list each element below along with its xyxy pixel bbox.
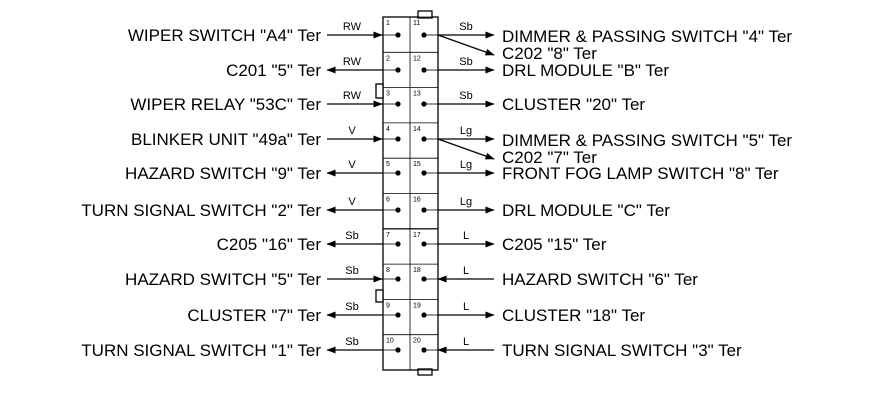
pin-number: 6 [386,197,390,204]
pin-number: 10 [386,338,394,345]
terminal-label: TURN SIGNAL SWITCH "2" Ter [81,201,321,220]
pin-number: 17 [413,232,421,239]
wire-color: Sb [459,90,472,102]
terminal-label: FRONT FOG LAMP SWITCH "8" Ter [502,164,779,183]
pin-number: 2 [386,55,390,62]
connector-body [375,10,439,376]
wire-color: L [463,301,469,313]
pin-number: 15 [413,161,421,168]
wire-color: RW [343,56,362,68]
wire-color: Sb [345,265,358,277]
pin-number: 11 [413,20,420,27]
wire-color: Sb [345,230,358,242]
wire-color: V [348,125,356,137]
pin-number: 8 [386,267,390,274]
terminal-label: DIMMER & PASSING SWITCH "5" Ter [502,131,792,150]
pin-number: 4 [386,126,390,133]
wire-color: V [348,196,356,208]
wire-arrow-branch [437,34,495,56]
terminal-label: C205 "15" Ter [502,235,607,254]
pin-number: 12 [413,55,421,62]
terminal-label: HAZARD SWITCH "5" Ter [125,270,321,289]
wire-color: Lg [460,159,472,171]
terminal-label: C205 "16" Ter [217,235,322,254]
terminal-label: DIMMER & PASSING SWITCH "4" Ter [502,27,792,46]
pin-number: 7 [386,232,390,239]
terminal-label: HAZARD SWITCH "6" Ter [502,270,698,289]
wire-color: Sb [459,56,472,68]
terminal-label: CLUSTER "18" Ter [502,306,645,325]
wire-color: Lg [460,196,472,208]
terminal-label: DRL MODULE "C" Ter [502,201,670,220]
wire-color: Sb [345,336,358,348]
pin-number: 20 [413,338,421,345]
pin-number: 3 [386,91,390,98]
wire-color: RW [343,21,362,33]
wire-color: RW [343,90,362,102]
pin-number: 18 [413,267,421,274]
terminal-label: TURN SIGNAL SWITCH "3" Ter [502,341,742,360]
wire-color: Sb [459,21,472,33]
pin-number: 16 [413,197,421,204]
wire-arrow-branch [437,138,495,160]
terminal-label: TURN SIGNAL SWITCH "1" Ter [81,341,321,360]
terminal-label: BLINKER UNIT "49a" Ter [131,130,321,149]
pin-number: 19 [413,302,421,309]
wire-color: Sb [345,301,358,313]
wire-color: Lg [460,125,472,137]
terminal-label: C201 "5" Ter [226,61,321,80]
terminal-label: CLUSTER "7" Ter [187,306,321,325]
pin-number: 9 [386,302,390,309]
terminal-label: CLUSTER "20" Ter [502,95,645,114]
terminal-label: WIPER RELAY "53C" Ter [130,95,321,114]
terminal-label: HAZARD SWITCH "9" Ter [125,164,321,183]
pin-number: 14 [413,126,421,133]
wire-color: L [463,336,469,348]
pin-number: 13 [413,91,421,98]
terminal-label: C202 "8" Ter [502,44,597,63]
wire-color: V [348,159,356,171]
terminal-label: WIPER SWITCH "A4" Ter [128,26,321,45]
wire-color: L [463,230,469,242]
terminal-label: DRL MODULE "B" Ter [502,61,669,80]
terminal-label: C202 "7" Ter [502,148,597,167]
pin-number: 5 [386,161,390,168]
wire-color: L [463,265,469,277]
pin-number: 1 [386,20,390,27]
